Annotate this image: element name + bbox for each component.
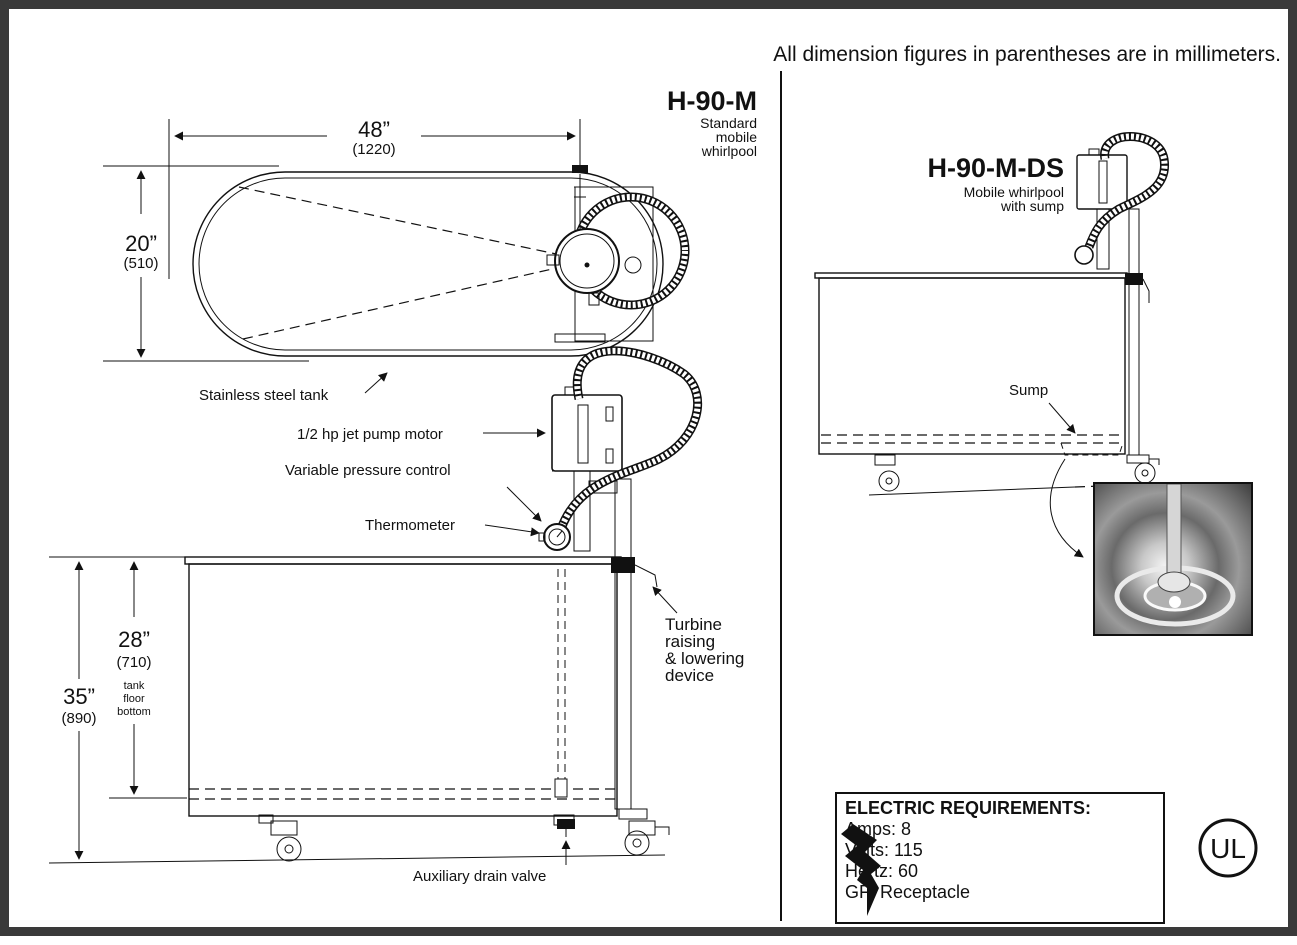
- label-sump: Sump: [1009, 382, 1048, 399]
- drawing-canvas: All dimension figures in parentheses are…: [48, 43, 1281, 921]
- model-a-name: H-90-M: [667, 86, 757, 116]
- model-a-desc-3: whirlpool: [701, 143, 757, 159]
- electric-requirements-box: ELECTRIC REQUIREMENTS: Amps: 8 Volts: 11…: [835, 792, 1165, 924]
- sump-photo-art: [1114, 484, 1236, 627]
- electric-hertz: Hertz: 60: [845, 861, 919, 881]
- electric-title: ELECTRIC REQUIREMENTS:: [845, 798, 1092, 818]
- width-mm: (510): [123, 255, 158, 272]
- label-turbine-3: & lowering: [665, 649, 744, 668]
- height-in: 35”: [63, 684, 95, 709]
- ul-logo-text: UL: [1210, 833, 1246, 864]
- length-mm: (1220): [352, 141, 395, 158]
- tank-depth-mm: (710): [116, 654, 151, 671]
- height-mm: (890): [61, 710, 96, 727]
- electric-receptacle: GFI Receptacle: [845, 882, 971, 902]
- top-view-drawing: [103, 119, 690, 362]
- electric-volts: Volts: 115: [845, 840, 923, 860]
- tank-depth-in: 28”: [118, 627, 150, 652]
- label-turbine-2: raising: [665, 632, 715, 651]
- label-thermometer: Thermometer: [365, 517, 455, 534]
- width-in: 20”: [125, 231, 157, 256]
- tank-depth-note-2: floor: [123, 693, 145, 705]
- electric-amps: Amps: 8: [845, 819, 912, 839]
- label-pressure: Variable pressure control: [285, 462, 451, 479]
- model-b-desc-1: Mobile whirlpool: [964, 184, 1064, 200]
- model-b-name: H-90-M-DS: [927, 153, 1064, 183]
- side-view-drawing: [48, 346, 703, 864]
- side-view-sump-drawing: [814, 132, 1169, 558]
- model-b-desc-2: with sump: [1000, 198, 1064, 214]
- sump-photo: [1093, 482, 1253, 636]
- model-a-desc-2: mobile: [716, 129, 757, 145]
- tank-depth-note-1: tank: [124, 680, 145, 692]
- length-in: 48”: [358, 117, 390, 142]
- tank-depth-note-3: bottom: [117, 706, 151, 718]
- label-drain: Auxiliary drain valve: [413, 868, 546, 885]
- label-tank: Stainless steel tank: [199, 387, 329, 404]
- label-turbine-1: Turbine: [665, 615, 722, 634]
- lightning-bolt-icon: [841, 824, 881, 916]
- ul-certification-icon: UL: [1198, 818, 1258, 878]
- model-a-desc-1: Standard: [700, 115, 757, 131]
- label-motor: 1/2 hp jet pump motor: [297, 426, 443, 443]
- units-note: All dimension figures in parentheses are…: [773, 43, 1281, 66]
- label-turbine-4: device: [665, 666, 714, 685]
